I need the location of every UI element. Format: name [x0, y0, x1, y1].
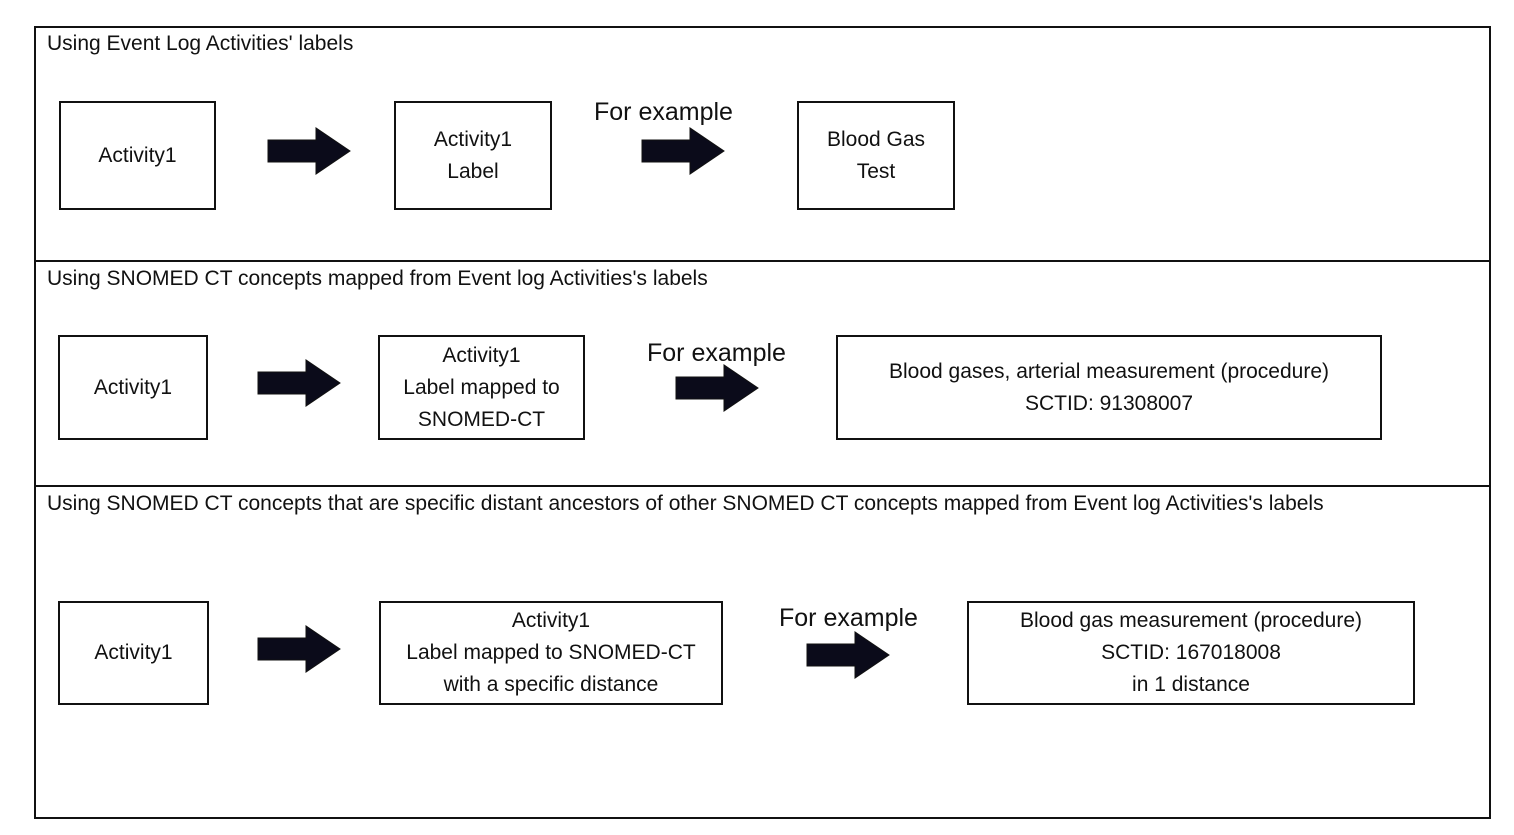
section-divider-1 [34, 260, 1491, 262]
source-activity-box: Activity1 [58, 601, 209, 705]
for-example-label: For example [594, 98, 733, 126]
section-heading: Using Event Log Activities' labels [47, 32, 354, 55]
activity-label-box: Activity1 Label mapped to SNOMED-CT [378, 335, 585, 440]
section-divider-2 [34, 485, 1491, 487]
right-arrow-icon [641, 127, 725, 175]
section-heading: Using SNOMED CT concepts that are specif… [47, 492, 1324, 515]
example-concept-box: Blood gas measurement (procedure) SCTID:… [967, 601, 1415, 705]
example-concept-box: Blood gases, arterial measurement (proce… [836, 335, 1382, 440]
section-heading: Using SNOMED CT concepts mapped from Eve… [47, 267, 708, 290]
diagram-frame [34, 26, 1491, 819]
right-arrow-icon [257, 625, 341, 673]
activity-label-box: Activity1 Label [394, 101, 552, 210]
for-example-label: For example [647, 339, 786, 367]
right-arrow-icon [675, 364, 759, 412]
right-arrow-icon [806, 631, 890, 679]
source-activity-box: Activity1 [59, 101, 216, 210]
source-activity-box: Activity1 [58, 335, 208, 440]
right-arrow-icon [267, 127, 351, 175]
right-arrow-icon [257, 359, 341, 407]
example-concept-box: Blood Gas Test [797, 101, 955, 210]
for-example-label: For example [779, 604, 918, 632]
activity-label-box: Activity1 Label mapped to SNOMED-CT with… [379, 601, 723, 705]
